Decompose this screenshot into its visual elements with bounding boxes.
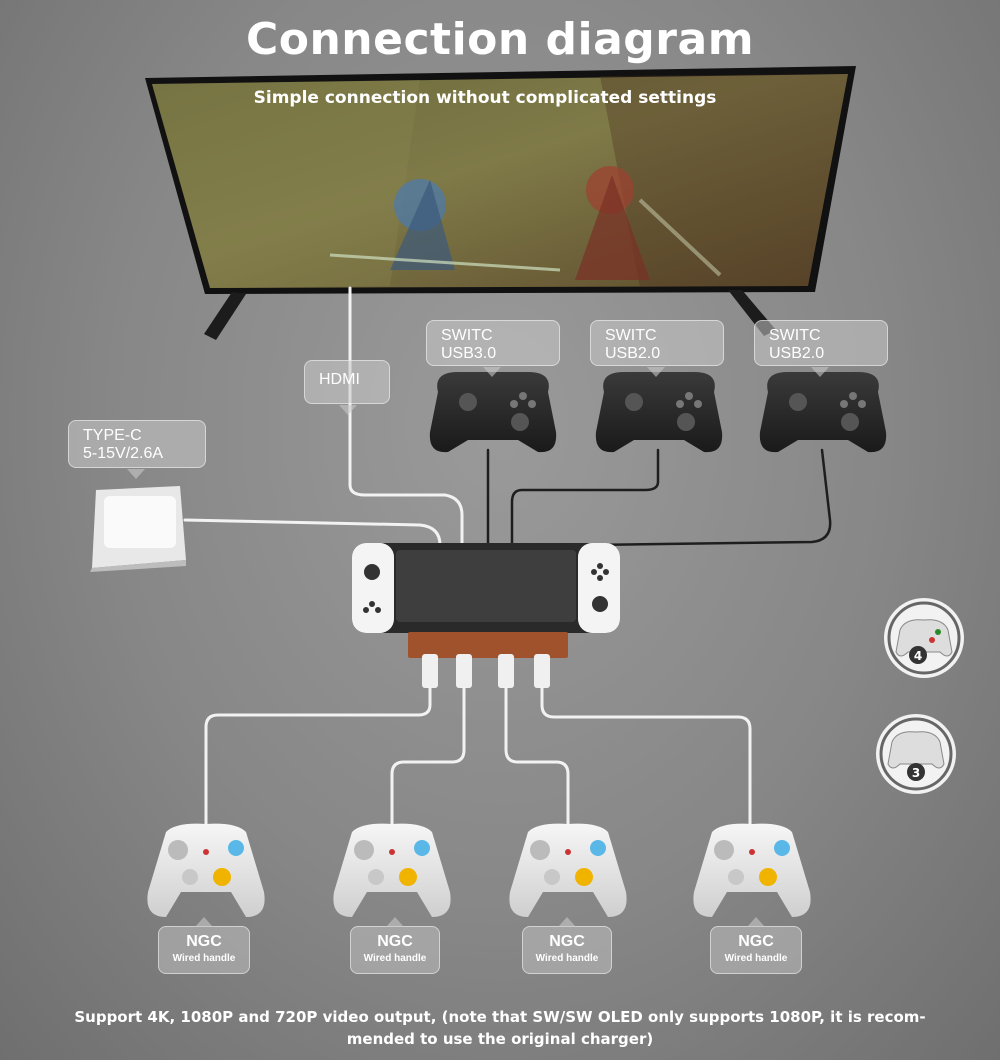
badge-number-4: 4 — [914, 649, 922, 663]
hdmi-label-text: HDMI — [319, 371, 360, 388]
ngc-label-2-line2: Wired handle — [363, 953, 427, 964]
power-label-line1: TYPE-C — [83, 427, 142, 444]
usb-label-1-pointer — [483, 367, 501, 377]
power-label-line2: 5-15V/2.6A — [83, 445, 164, 462]
ngc-controller-3 — [509, 823, 627, 917]
power-label-pointer — [127, 469, 145, 479]
ngc-label-1-pointer — [195, 917, 213, 927]
ngc-controller-1 — [147, 823, 265, 917]
ngc-controller-4 — [693, 823, 811, 917]
ngc-label-4-pointer — [747, 917, 765, 927]
usb-label-2: SWITC USB2.0 — [590, 320, 724, 377]
ngc-label-4-line2: Wired handle — [724, 953, 788, 964]
ngc-label-1-line1: NGC — [186, 933, 222, 950]
pro-controller-1 — [429, 372, 557, 453]
usb-label-1-line2: USB3.0 — [441, 345, 497, 362]
usb-label-2-pointer — [647, 367, 665, 377]
ngc-adapter — [408, 632, 568, 688]
ngc-label-3: NGC Wired handle — [522, 917, 612, 974]
ngc-label-2: NGC Wired handle — [350, 917, 440, 974]
ngc-label-2-line1: NGC — [377, 933, 413, 950]
tv — [145, 66, 856, 340]
badge-number-3: 3 — [912, 766, 920, 780]
ngc-cables — [204, 686, 752, 832]
usb-label-3-line2: USB2.0 — [769, 345, 825, 362]
ngc-label-1: NGC Wired handle — [158, 917, 250, 974]
pro-controller-2 — [595, 372, 723, 453]
usb-label-2-line1: SWITC — [605, 327, 657, 344]
usb-label-3-pointer — [811, 367, 829, 377]
footer-line-2: mended to use the original charger) — [346, 1030, 654, 1048]
white-cables — [183, 286, 464, 547]
hdmi-label: HDMI — [304, 360, 390, 415]
diagram-subtitle: Simple connection without complicated se… — [253, 88, 717, 108]
ngc-label-3-pointer — [558, 917, 576, 927]
ngc-label-4: NGC Wired handle — [710, 917, 802, 974]
usb-label-3: SWITC USB2.0 — [754, 320, 888, 377]
ngc-label-4-line1: NGC — [738, 933, 774, 950]
ngc-label-2-pointer — [386, 917, 404, 927]
pro-controller-3 — [759, 372, 887, 453]
usb-label-1: SWITC USB3.0 — [426, 320, 560, 377]
ngc-label-3-line2: Wired handle — [535, 953, 599, 964]
power-adapter — [90, 486, 186, 572]
diagram-title: Connection diagram — [245, 14, 755, 65]
switch-console — [352, 543, 620, 633]
usb-label-3-line1: SWITC — [769, 327, 821, 344]
ngc-label-1-line2: Wired handle — [172, 953, 236, 964]
footer-line-1: Support 4K, 1080P and 720P video output,… — [74, 1008, 926, 1026]
footer-note: Support 4K, 1080P and 720P video output,… — [40, 1006, 960, 1050]
usb-cables — [486, 448, 832, 547]
player-3-badge-icon: 3 — [876, 714, 956, 794]
power-label: TYPE-C 5-15V/2.6A — [68, 420, 206, 479]
player-4-badge-icon: 4 — [884, 598, 964, 678]
usb-label-1-line1: SWITC — [441, 327, 493, 344]
ngc-label-3-line1: NGC — [549, 933, 585, 950]
hdmi-label-pointer — [339, 405, 357, 415]
ngc-controller-2 — [333, 823, 451, 917]
usb-label-2-line2: USB2.0 — [605, 345, 661, 362]
